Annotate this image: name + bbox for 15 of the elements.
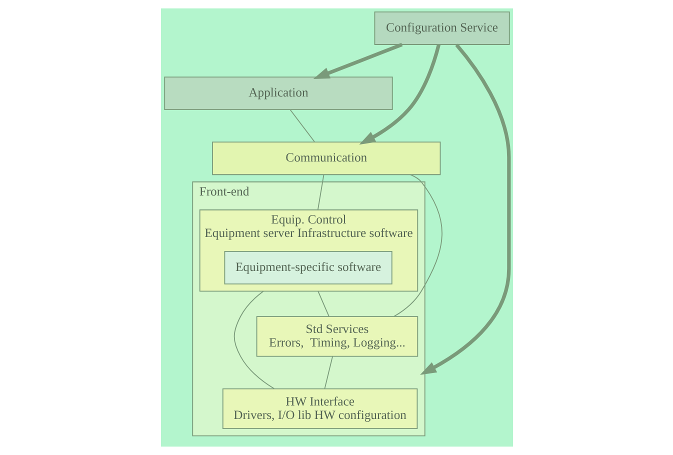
connector	[324, 356, 332, 390]
node-box: HW Interface Drivers, I/O lib HW configuration	[222, 388, 418, 430]
connector	[233, 290, 274, 390]
connector	[316, 174, 324, 210]
node-box: Std Services Errors, Timing, Logging...	[256, 316, 418, 357]
arrow	[358, 44, 440, 145]
node-box: Application	[164, 76, 392, 110]
connector	[289, 109, 315, 142]
arrow	[312, 42, 402, 79]
node-box: Configuration Service	[374, 12, 510, 45]
node-box: Equipment-specific software	[224, 251, 392, 284]
arrow	[420, 44, 510, 375]
node-box: Communication	[212, 142, 440, 176]
connector	[393, 174, 442, 317]
connector	[317, 290, 329, 317]
